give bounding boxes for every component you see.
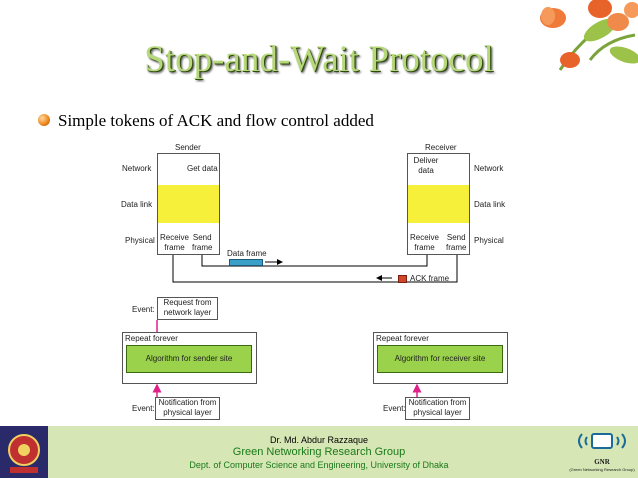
receiver-datalink-layer	[408, 185, 469, 223]
footer-group: Green Networking Research Group	[232, 446, 406, 458]
footer-author: Dr. Md. Abdur Razzaque	[269, 435, 369, 445]
sender-network-label: Network	[122, 164, 152, 173]
data-frame-marker	[229, 259, 263, 266]
receiver-physical-label: Physical	[474, 236, 504, 245]
receiver-event-label: Event:	[383, 404, 406, 413]
sender-event-label-2: Event:	[132, 404, 155, 413]
ack-frame-label: ACK frame	[410, 274, 450, 283]
sender-physical-label: Physical	[125, 236, 155, 245]
receiver-algorithm-box: Algorithm for receiver site	[377, 345, 503, 373]
sender-title: Sender	[175, 143, 201, 152]
slide-title: Stop-and-Wait Protocol	[144, 39, 494, 80]
university-logo	[0, 426, 48, 478]
ack-frame-marker	[398, 275, 407, 283]
sender-algorithm-box: Algorithm for sender site	[126, 345, 252, 373]
sender-datalink-label: Data link	[121, 200, 153, 209]
receiver-datalink-label: Data link	[474, 200, 506, 209]
receiver-title: Receiver	[425, 143, 457, 152]
sender-event-label: Event:	[132, 305, 155, 314]
get-data-label: Get data	[187, 164, 218, 173]
footer-bar	[0, 426, 638, 478]
sender-datalink-layer	[158, 185, 219, 223]
bullet-item: Simple tokens of ACK and flow control ad…	[38, 111, 374, 131]
footer-dept: Dept. of Computer Science and Engineerin…	[189, 460, 449, 470]
data-frame-label: Data frame	[227, 249, 267, 258]
tulip-decoration	[540, 0, 638, 71]
bullet-text: Simple tokens of ACK and flow control ad…	[58, 111, 374, 130]
bullet-icon	[38, 114, 50, 126]
gnr-logo: GNR (Green Networking Research Group)	[568, 428, 636, 476]
receiver-network-label: Network	[474, 164, 504, 173]
